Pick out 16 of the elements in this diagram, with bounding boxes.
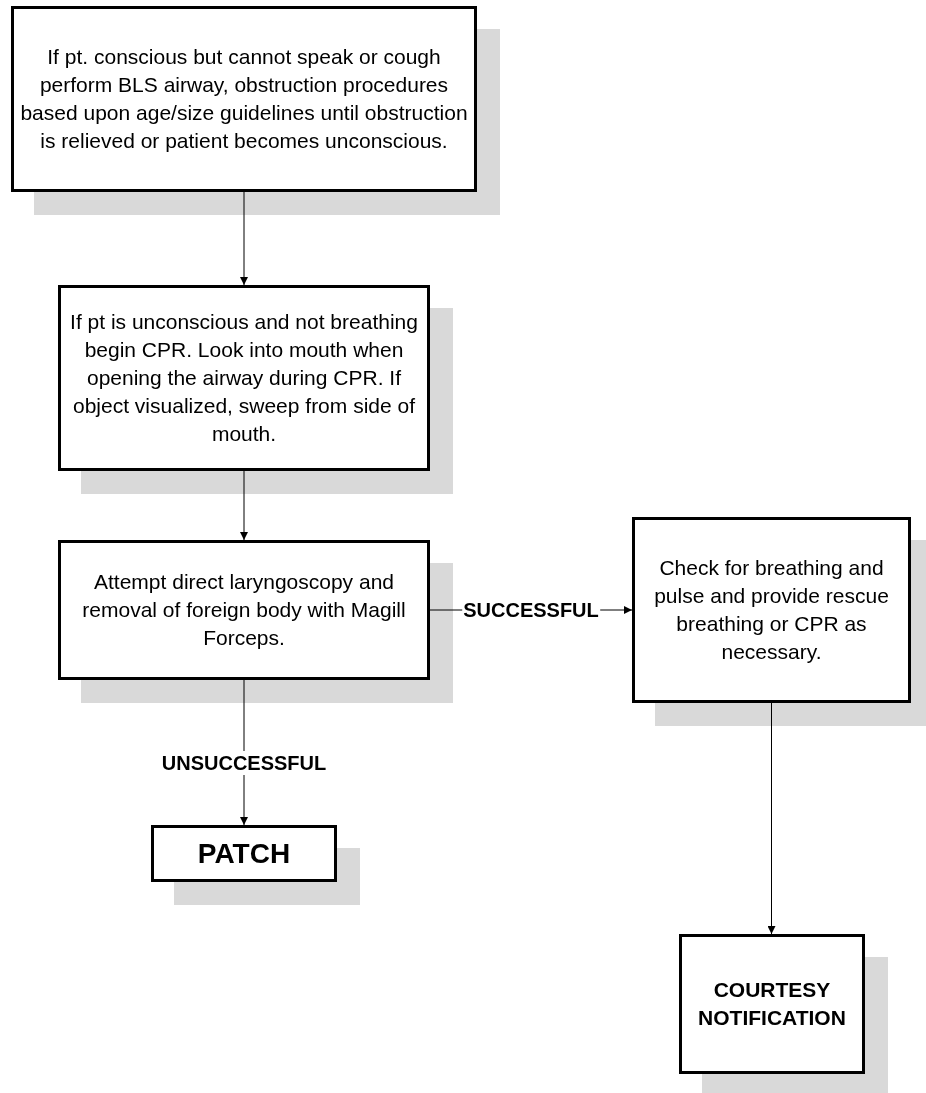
arrow	[240, 470, 248, 541]
process-box	[58, 540, 430, 680]
box-text: PATCH	[197, 837, 291, 870]
arrow	[767, 702, 776, 935]
process-box	[11, 6, 477, 192]
process-box	[151, 825, 337, 882]
box-text: If pt. conscious but cannot speak or cough perform BLS airway, obstruction procedures based upon age/size guidelines until obstruction is relieved or patient becomes unconscious.	[20, 44, 468, 154]
box-text: Check for breathing and pulse and provide rescue breathing or CPR as necessary.	[653, 555, 890, 665]
arrow	[240, 191, 248, 286]
process-box	[679, 934, 865, 1074]
box-text: COURTESY NOTIFICATION	[697, 977, 847, 1031]
edge-label: UNSUCCESSFUL	[160, 750, 328, 775]
process-box	[632, 517, 911, 703]
box-text: Attempt direct laryngoscopy and removal of foreign body with Magill Forceps.	[81, 569, 407, 651]
process-box	[58, 285, 430, 471]
box-text: If pt is unconscious and not breathing begin CPR. Look into mouth when opening the airway during CPR. If object visualized, sweep from side of mouth.	[69, 309, 419, 447]
